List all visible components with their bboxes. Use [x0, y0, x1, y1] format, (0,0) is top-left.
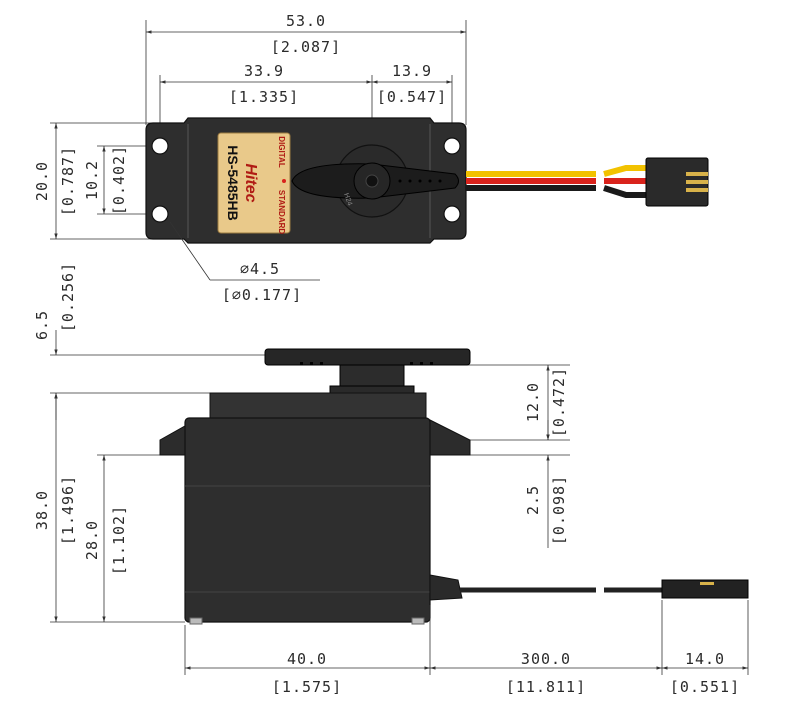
body-length-in: [1.575] [272, 678, 342, 696]
horn-thickness-mm: 6.5 [33, 310, 51, 340]
digital-badge: DIGITAL [277, 136, 286, 168]
wire-strain-relief [429, 574, 463, 601]
shaft-to-end-mm: 13.9 [392, 62, 432, 80]
horn-thickness-in: [0.256] [59, 262, 77, 332]
hole-spacing-mm: 10.2 [83, 160, 101, 200]
mounting-holes [151, 137, 461, 223]
connector-length-in: [0.551] [670, 678, 740, 696]
connector-length-mm: 14.0 [685, 650, 725, 668]
flange-to-horn-mm: 12.0 [524, 382, 542, 422]
hole-diameter-mm: ∅4.5 [240, 260, 280, 278]
flange-to-horn-in: [0.472] [550, 367, 568, 437]
shaft-to-end-in: [0.547] [377, 88, 447, 106]
brand-logo: Hitec [242, 163, 259, 202]
product-label: Hitec HS-5485HB DIGITAL STANDARD [217, 132, 291, 235]
hole-diameter-in: [∅0.177] [222, 286, 302, 304]
mount-hole-icon [443, 205, 461, 223]
overall-height-mm: 38.0 [33, 490, 51, 530]
mount-to-shaft-mm: 33.9 [244, 62, 284, 80]
servo-wires [466, 165, 646, 198]
standard-badge: STANDARD [277, 190, 286, 235]
mount-hole-icon [151, 137, 169, 155]
lead-length-in: [11.811] [506, 678, 586, 696]
screw-icon [411, 617, 425, 625]
side-view: 6.5 [0.256] 38.0 [1.496] 28.0 [1.102] 12… [33, 262, 749, 696]
overall-length-mm: 53.0 [286, 12, 326, 30]
servo-horn-side [264, 348, 471, 366]
overall-length-in: [2.087] [271, 38, 341, 56]
connector-plug-icon [645, 157, 709, 207]
lead-length-mm: 300.0 [521, 650, 571, 668]
top-view: 53.0 [2.087] 33.9 [1.335] 13.9 [0.547] 2… [33, 12, 709, 304]
connector-side-icon [661, 579, 749, 599]
body-height-in: [1.102] [110, 505, 128, 575]
overall-height-in: [1.496] [59, 475, 77, 545]
hole-spacing-in: [0.402] [110, 145, 128, 215]
model-number: HS-5485HB [225, 145, 241, 220]
mount-to-shaft-in: [1.335] [229, 88, 299, 106]
flange-thickness-in: [0.098] [550, 475, 568, 545]
body-length-mm: 40.0 [287, 650, 327, 668]
mount-hole-icon [443, 137, 461, 155]
screw-icon [189, 617, 203, 625]
mount-hole-icon [151, 205, 169, 223]
flange-thickness-mm: 2.5 [524, 485, 542, 515]
mount-flange-right [425, 417, 471, 456]
width-in: [0.787] [59, 146, 77, 216]
horn-marking: H24 [342, 192, 353, 207]
body-height-mm: 28.0 [83, 520, 101, 560]
servo-main-body [184, 417, 431, 623]
width-mm: 20.0 [33, 161, 51, 201]
